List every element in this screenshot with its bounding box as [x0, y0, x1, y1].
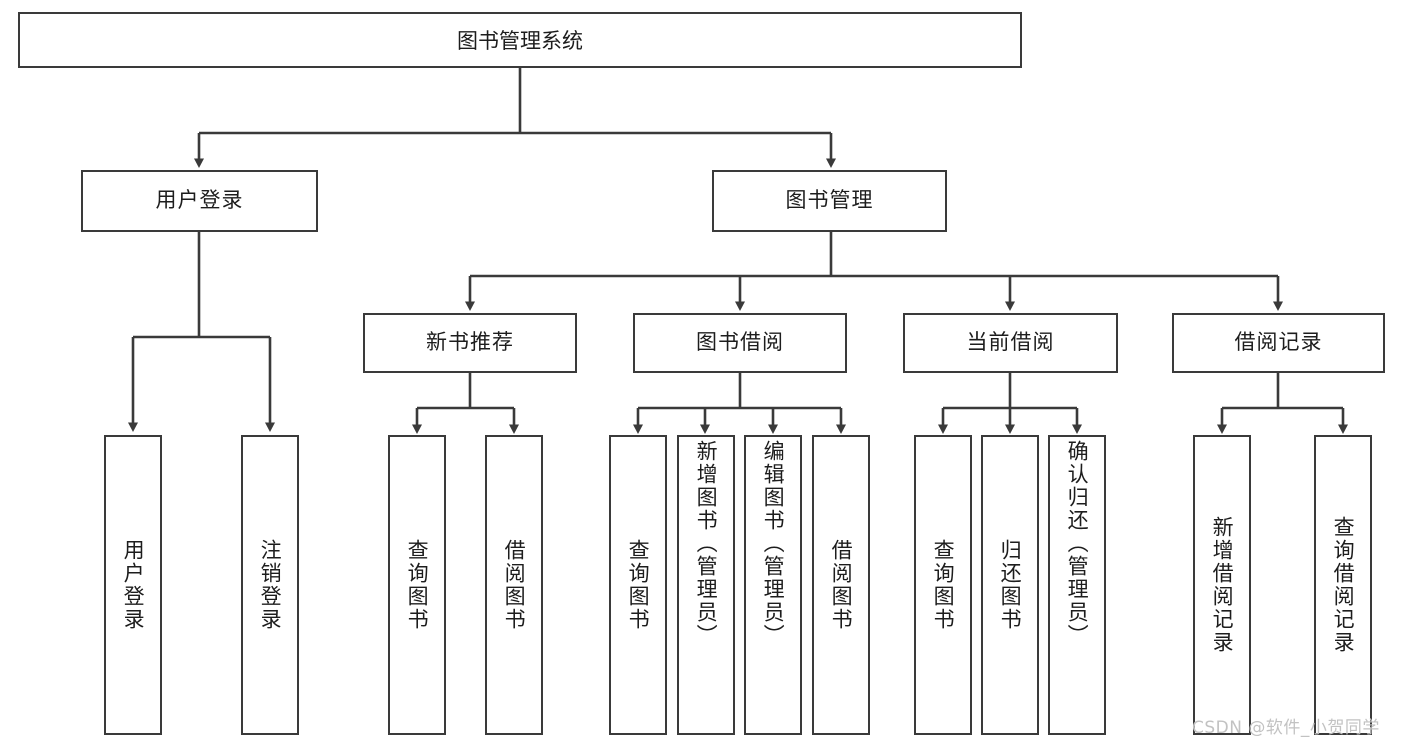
leaf-current-borrow-confirm-return[interactable]: 确认归还（管理员）: [1048, 435, 1106, 735]
node-book-borrow[interactable]: 图书借阅: [633, 313, 847, 373]
leaf-book-borrow-edit[interactable]: 编辑图书（管理员）: [744, 435, 802, 735]
node-new-book-recommend[interactable]: 新书推荐: [363, 313, 577, 373]
leaf-borrow-record-add[interactable]: 新增借阅记录: [1193, 435, 1251, 735]
leaf-user-login-signout[interactable]: 注销登录: [241, 435, 299, 735]
leaf-current-borrow-query[interactable]: 查询图书: [914, 435, 972, 735]
node-book-management[interactable]: 图书管理: [712, 170, 947, 232]
node-current-borrow[interactable]: 当前借阅: [903, 313, 1118, 373]
node-root[interactable]: 图书管理系统: [18, 12, 1022, 68]
leaf-user-login-signin[interactable]: 用户登录: [104, 435, 162, 735]
leaf-borrow-record-query[interactable]: 查询借阅记录: [1314, 435, 1372, 735]
leaf-new-book-borrow[interactable]: 借阅图书: [485, 435, 543, 735]
leaf-book-borrow-add[interactable]: 新增图书（管理员）: [677, 435, 735, 735]
leaf-book-borrow-borrow[interactable]: 借阅图书: [812, 435, 870, 735]
node-user-login[interactable]: 用户登录: [81, 170, 318, 232]
leaf-new-book-query[interactable]: 查询图书: [388, 435, 446, 735]
node-borrow-record[interactable]: 借阅记录: [1172, 313, 1385, 373]
watermark-text: CSDN @软件_小贺同学: [1192, 718, 1380, 738]
leaf-current-borrow-return[interactable]: 归还图书: [981, 435, 1039, 735]
leaf-book-borrow-query[interactable]: 查询图书: [609, 435, 667, 735]
